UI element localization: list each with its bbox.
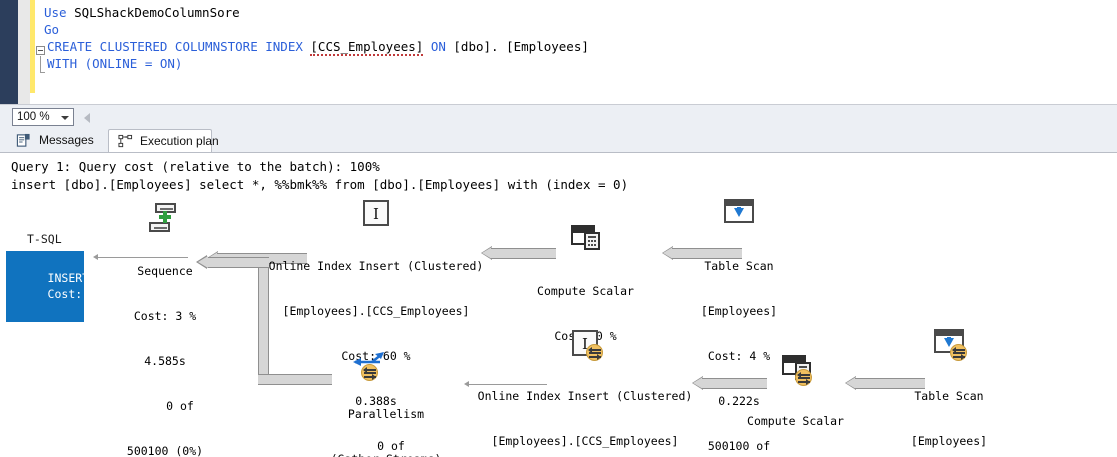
connector-ts-bottom-to-cs-bottom — [845, 376, 925, 390]
chevron-down-icon[interactable] — [61, 116, 69, 120]
code-line-2: Go — [44, 21, 59, 38]
node-table-scan-top[interactable]: Table Scan [Employees] Cost: 4 % 0.222s … — [669, 229, 809, 457]
node-table-scan-bottom[interactable]: Table Scan [Employees] Cost: 3 % 0.247s … — [879, 359, 1019, 457]
node-cs-top-name: Compute Scalar — [537, 284, 634, 298]
node-oii-top-cost: Cost: 60 % — [341, 349, 411, 363]
node-parallelism-name: Parallelism — [347, 407, 425, 421]
connector-parallelism-arrowhead — [198, 256, 208, 268]
plan-header-cost: Query 1: Query cost (relative to the bat… — [11, 159, 380, 174]
tab-execution-plan[interactable]: Execution plan — [108, 129, 219, 153]
connector-sequence-to-insert-head — [93, 254, 98, 260]
results-tabstrip: Messages Execution plan — [0, 129, 1117, 153]
code-fold-foot — [40, 72, 45, 73]
compute-scalar-parallel-badge-icon — [795, 369, 812, 386]
tabstrip-underline — [0, 152, 1117, 153]
connector-cs-bottom-to-oii-bottom — [692, 376, 767, 390]
code-line-4: WITH (ONLINE = ON) — [47, 55, 182, 72]
sequence-icon[interactable] — [148, 203, 182, 233]
node-oii-top-rows-actual: 0 of — [377, 439, 405, 453]
parallelism-icon[interactable] — [352, 351, 386, 373]
index-insert-icon[interactable]: I — [363, 200, 389, 226]
execution-plan-icon — [118, 134, 133, 148]
query-editor[interactable]: Use SQLShackDemoColumnSore Go CREATE CLU… — [0, 0, 1117, 104]
node-ts-top-time: 0.222s — [718, 394, 760, 408]
zoom-toolbar: 100 % — [0, 104, 1117, 234]
tab-execution-plan-label: Execution plan — [140, 134, 219, 148]
node-sequence[interactable]: Sequence Cost: 3 % 4.585s 0 of 500100 (0… — [105, 234, 225, 457]
node-ts-top-object: [Employees] — [700, 304, 778, 318]
node-oii-bottom-name: Online Index Insert (Clustered) — [477, 389, 693, 403]
code-line-2-keyword: Go — [44, 22, 60, 37]
connector-cs-top-to-oii-top — [481, 246, 556, 260]
node-sequence-cost: Cost: 3 % — [133, 309, 197, 323]
editor-gutter — [18, 0, 30, 104]
code-line-3: CREATE CLUSTERED COLUMNSTORE INDEX [CCS_… — [47, 38, 589, 56]
node-sequence-time: 4.585s — [144, 354, 186, 368]
messages-icon — [16, 133, 30, 147]
code-line-4-keyword: WITH (ONLINE = ON) — [47, 56, 183, 71]
node-online-index-insert-top[interactable]: Online Index Insert (Clustered) [Employe… — [256, 229, 496, 457]
code-line-3-table: [dbo]. [Employees] — [453, 39, 589, 54]
editor-change-bar — [30, 0, 35, 93]
connector-ts-top-to-cs-top — [662, 246, 742, 260]
insert-result-cost: Cost: 0 % — [47, 287, 110, 301]
node-parallelism[interactable]: Parallelism (Gather Streams) Cost: 1 % — [316, 377, 456, 457]
connector-parallelism-to-sequence-horizontal — [258, 374, 332, 385]
connector-parallelism-to-sequence-vertical — [258, 257, 269, 385]
node-online-index-insert-bottom[interactable]: Online Index Insert (Clustered) [Employe… — [465, 359, 705, 457]
tab-messages[interactable]: Messages — [8, 129, 108, 153]
node-parallelism-subtitle: (Gather Streams) — [316, 452, 456, 457]
parallelism-badge-icon — [361, 364, 378, 381]
code-line-3-keyword: CREATE CLUSTERED COLUMNSTORE INDEX — [47, 39, 311, 54]
code-fold-line — [40, 56, 41, 73]
tsql-label: T-SQL — [27, 232, 62, 246]
index-insert-parallel-badge-icon — [586, 344, 603, 361]
connector-oii-bottom-to-parallelism-head — [464, 381, 469, 387]
connector-oii-bottom-to-parallelism — [469, 384, 547, 385]
code-line-1-keyword: Use — [44, 5, 75, 20]
table-scan-icon[interactable] — [724, 199, 754, 223]
node-ts-top-name: Table Scan — [704, 259, 774, 273]
code-line-3-on-keyword: ON — [423, 39, 454, 54]
code-line-1-identifier: SQLShackDemoColumnSore — [74, 5, 240, 20]
table-scan-parallel-badge-icon — [950, 344, 967, 361]
insert-result-title: INSERT — [47, 271, 90, 285]
zoom-level-value: 100 % — [17, 111, 50, 123]
node-oii-top-time: 0.388s — [355, 394, 397, 408]
node-ts-top-rows-actual: 500100 of — [707, 439, 771, 453]
node-oii-bottom-object: [Employees].[CCS_Employees] — [491, 434, 679, 448]
compute-scalar-icon[interactable] — [571, 225, 603, 251]
node-compute-scalar-top[interactable]: Compute Scalar Cost: 0 % — [518, 254, 653, 374]
connector-parallelism-to-sequence-top — [207, 257, 269, 268]
code-fold-toggle[interactable] — [36, 46, 45, 55]
node-cs-bottom-name: Compute Scalar — [747, 414, 844, 428]
window-left-edge — [0, 0, 18, 104]
node-sequence-rows-actual: 0 of — [166, 399, 194, 413]
node-ts-bottom-name: Table Scan — [914, 389, 984, 403]
node-compute-scalar-bottom[interactable]: Compute Scalar Cost: 0 % — [728, 384, 863, 457]
execution-plan-canvas[interactable]: Query 1: Query cost (relative to the bat… — [0, 153, 1117, 457]
node-ts-bottom-object: [Employees] — [910, 434, 988, 448]
plan-header-statement: insert [dbo].[Employees] select *, %%bmk… — [11, 177, 629, 192]
node-oii-top-name: Online Index Insert (Clustered) — [268, 259, 484, 273]
node-ts-top-cost: Cost: 4 % — [707, 349, 771, 363]
code-line-3-index-name: [CCS_Employees] — [310, 39, 424, 56]
node-sequence-name: Sequence — [137, 264, 193, 278]
zoom-level-select[interactable]: 100 % — [12, 108, 74, 126]
node-sequence-rows-estimate: 500100 (0%) — [126, 444, 204, 457]
connector-sequence-to-insert — [98, 257, 188, 258]
tab-messages-label: Messages — [39, 133, 94, 147]
splitter-arrow-icon[interactable] — [84, 113, 90, 123]
code-line-1: Use SQLShackDemoColumnSore — [44, 4, 240, 21]
insert-result-node[interactable]: INSERT Cost: 0 % — [6, 251, 110, 322]
node-oii-top-object: [Employees].[CCS_Employees] — [282, 304, 470, 318]
